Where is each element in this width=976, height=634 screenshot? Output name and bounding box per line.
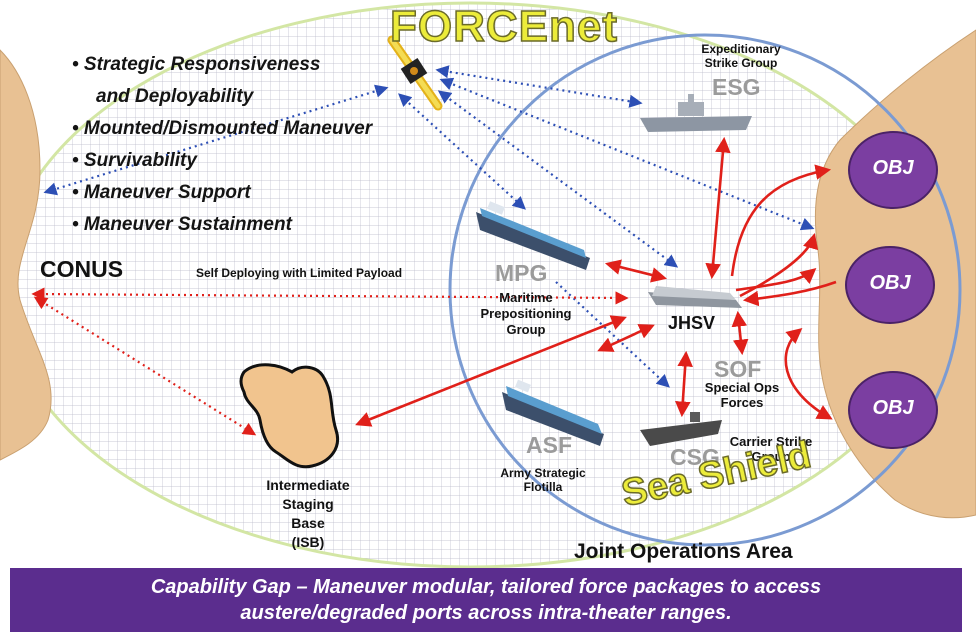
- sof-desc-line1: Special Ops: [704, 380, 780, 395]
- bullet-maneuver-sustainment: • Maneuver Sustainment: [72, 214, 292, 235]
- isb-line3: Base: [291, 515, 325, 531]
- red-solid-links: [355, 136, 837, 427]
- asf-desc: Army Strategic Flotilla: [488, 466, 598, 494]
- banner-line-1: Capability Gap – Maneuver modular, tailo…: [150, 576, 822, 598]
- mpg-desc-line3: Group: [506, 322, 546, 337]
- sof-desc: Special Ops Forces: [692, 380, 792, 410]
- conus-label: CONUS: [40, 256, 124, 282]
- csg-desc: Carrier Strike Group: [716, 434, 826, 464]
- isb-line4: (ISB): [291, 534, 325, 550]
- mpg-code: MPG: [495, 260, 548, 286]
- sof-code: SOF: [714, 356, 762, 382]
- obj-circle-1: [848, 131, 938, 209]
- forcenet-title: FORCEnet: [389, 1, 618, 52]
- bullet-deployability: and Deployability: [96, 86, 254, 107]
- mpg-desc: Maritime Prepositioning Group: [462, 290, 590, 338]
- esg-code: ESG: [712, 74, 761, 100]
- asf-desc-line1: Army Strategic: [500, 466, 586, 480]
- bullet-strategic: • Strategic Responsiveness: [72, 54, 321, 75]
- sof-desc-line2: Forces: [720, 395, 764, 410]
- csg-desc-line1: Carrier Strike: [729, 434, 813, 449]
- jhsv-ship-icon: [648, 286, 742, 308]
- asf-code: ASF: [526, 432, 572, 458]
- csg-desc-line2: Group: [751, 449, 791, 464]
- esg-desc: Expeditionary Strike Group: [676, 42, 806, 70]
- asf-desc-line2: Flotilla: [523, 480, 563, 494]
- isb-line1: Intermediate: [266, 477, 350, 493]
- obj-label-2: OBJ: [869, 272, 911, 294]
- bullet-maneuver-support: • Maneuver Support: [72, 182, 251, 203]
- banner-line-2: austere/degraded ports across intra-thea…: [240, 602, 732, 624]
- esg-desc-line1: Expeditionary: [701, 42, 781, 56]
- red-dotted-links: [31, 287, 629, 436]
- mpg-desc-line2: Prepositioning: [480, 306, 572, 321]
- isb-label: Intermediate Staging Base (ISB): [248, 476, 368, 552]
- csg-ship-icon: [640, 412, 722, 446]
- mpg-desc-line1: Maritime: [499, 290, 553, 305]
- obj-circle-2: [845, 246, 935, 324]
- obj-label-1: OBJ: [872, 157, 914, 179]
- capability-gap-banner: Capability Gap – Maneuver modular, tailo…: [10, 568, 962, 632]
- obj-label-3: OBJ: [872, 397, 914, 419]
- obj-circle-3: [848, 371, 938, 449]
- esg-desc-line2: Strike Group: [704, 56, 778, 70]
- csg-code: CSG: [670, 444, 720, 470]
- isb-line2: Staging: [282, 496, 334, 512]
- self-deploying-label: Self Deploying with Limited Payload: [196, 266, 403, 280]
- joint-operations-area-label: Joint Operations Area: [574, 540, 793, 563]
- jhsv-label: JHSV: [668, 313, 716, 333]
- bullet-maneuver: • Mounted/Dismounted Maneuver: [72, 118, 373, 139]
- bullet-survivability: • Survivability: [72, 150, 197, 171]
